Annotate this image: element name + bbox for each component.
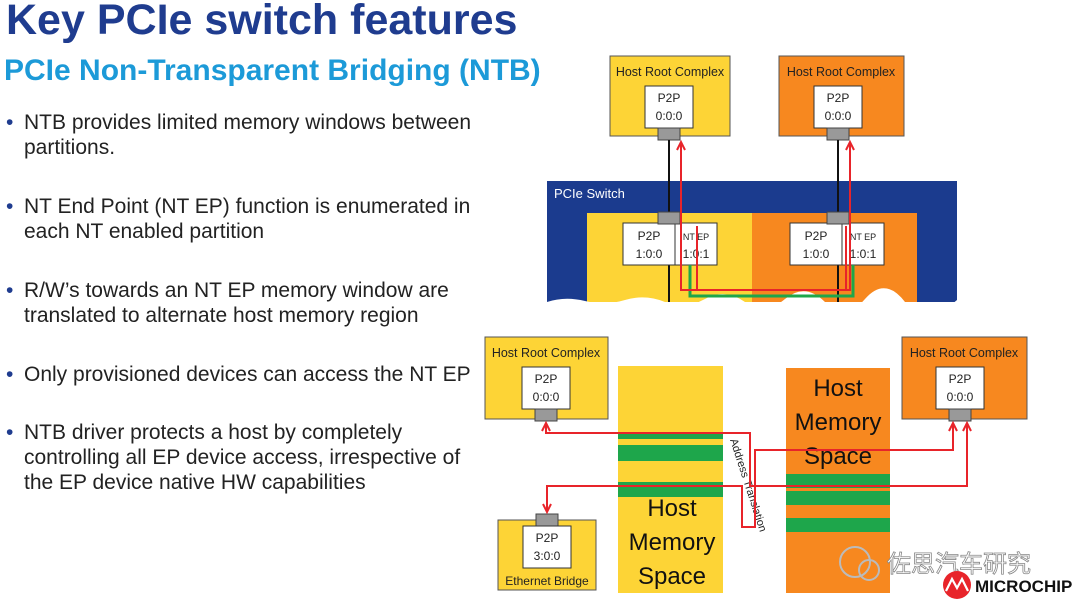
arrow-head <box>948 420 958 432</box>
logo-text: MICROCHIP <box>975 577 1072 596</box>
p2p-port-box <box>935 366 985 410</box>
bdf-label: 0:0:0 <box>825 109 852 123</box>
microchip-logo: MICROCHIP <box>943 571 1072 599</box>
memory-window <box>618 445 723 461</box>
connector <box>826 127 850 141</box>
bdf-label: 0:0:0 <box>533 390 560 404</box>
connector <box>657 211 681 225</box>
arrow-head <box>845 139 855 151</box>
chat-bubble-icon <box>858 559 880 581</box>
connector <box>534 408 558 422</box>
p2p-label: P2P <box>536 531 559 545</box>
host-title: Host Root Complex <box>787 65 896 79</box>
nt-ep-label: NT EP <box>850 232 876 242</box>
memory-label: Host <box>813 375 863 402</box>
memory-label: Memory <box>795 409 882 436</box>
bullet-text: R/W’s towards an NT EP memory window are… <box>24 279 449 327</box>
p2p-label: P2P <box>658 91 681 105</box>
memory-window <box>618 432 723 439</box>
arrow-head <box>541 420 551 432</box>
memory-label: Space <box>804 443 872 470</box>
memory-label: Host <box>647 495 697 522</box>
translation-path-red <box>545 423 968 487</box>
torn-edge <box>547 288 957 315</box>
memory-window <box>786 474 890 488</box>
bdf-label: 3:0:0 <box>534 549 561 563</box>
bdf-label: 1:0:1 <box>850 247 877 261</box>
host-title: Host Root Complex <box>492 346 601 360</box>
host-memory-space-left <box>618 366 723 593</box>
arrow-head <box>542 503 552 515</box>
page-title: Key PCIe switch features <box>6 0 518 44</box>
memory-label: Space <box>638 563 706 590</box>
host-title: Host Root Complex <box>616 65 725 79</box>
p2p-port-box <box>521 366 571 410</box>
bdf-label: 0:0:0 <box>947 390 974 404</box>
connector <box>948 408 972 422</box>
bullet-text: Only provisioned devices can access the … <box>24 363 471 386</box>
p2p-port-box <box>789 222 843 266</box>
connector <box>826 211 850 225</box>
pcie-switch-label: PCIe Switch <box>554 186 625 201</box>
page-subtitle: PCIe Non-Transparent Bridging (NTB) <box>4 54 541 87</box>
bdf-label: 1:0:0 <box>636 247 663 261</box>
arrow-head <box>962 420 972 432</box>
p2p-label: P2P <box>949 372 972 386</box>
p2p-port-box <box>522 525 572 569</box>
host-title: Host Root Complex <box>910 346 1019 360</box>
arrow-head <box>676 139 686 151</box>
bottom-diagram: Host Root Complex P2P 0:0:0 Host Root Co… <box>484 336 1028 593</box>
memory-window <box>786 491 890 505</box>
p2p-label: P2P <box>827 91 850 105</box>
nt-crosslink-green <box>688 265 855 298</box>
memory-label: Memory <box>629 529 716 556</box>
p2p-port-box <box>813 85 863 129</box>
p2p-label: P2P <box>638 229 661 243</box>
p2p-port-box <box>622 222 676 266</box>
p2p-port-box <box>644 85 694 129</box>
memory-window <box>786 518 890 532</box>
p2p-label: P2P <box>535 372 558 386</box>
bullet-text: NTB driver protects a host by completely… <box>24 421 461 494</box>
top-diagram: PCIe Switch Host Root Complex P2P 0:0:0 … <box>547 55 957 315</box>
bdf-label: 0:0:0 <box>656 109 683 123</box>
connector <box>657 127 681 141</box>
logo-icon <box>943 571 971 599</box>
bdf-label: 1:0:0 <box>803 247 830 261</box>
logo-mark <box>945 576 969 592</box>
chat-bubble-icon <box>839 546 871 578</box>
p2p-label: P2P <box>805 229 828 243</box>
bullet-text: NTB provides limited memory windows betw… <box>24 111 471 159</box>
translation-path-red <box>546 423 954 528</box>
connector <box>535 513 559 527</box>
bullet-text: NT End Point (NT EP) function is enumera… <box>24 195 471 243</box>
ethernet-bridge-label: Ethernet Bridge <box>505 574 589 588</box>
translation-path-red <box>696 142 851 291</box>
